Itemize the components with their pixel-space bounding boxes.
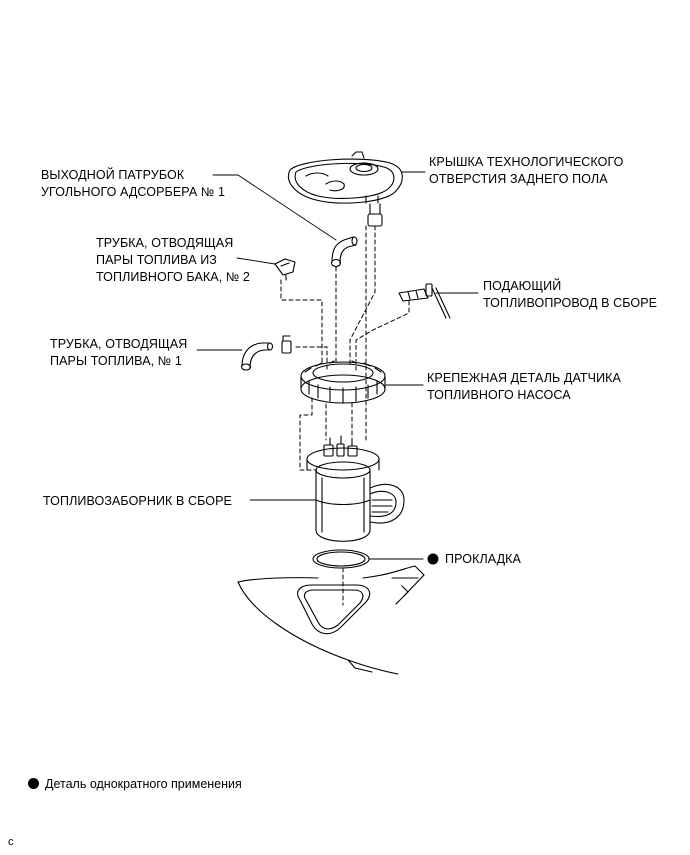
fuel-pump-retainer <box>300 360 386 404</box>
gasket <box>312 549 370 569</box>
label-vapor-tube-1: ТРУБКА, ОТВОДЯЩАЯ ПАРЫ ТОПЛИВА, № 1 <box>50 337 188 368</box>
label-service-hole-cover: КРЫШКА ТЕХНОЛОГИЧЕСКОГО ОТВЕРСТИЯ ЗАДНЕГ… <box>429 155 624 186</box>
label-canister-outlet-pipe: ВЫХОДНОЙ ПАТРУБОК УГОЛЬНОГО АДСОРБЕРА № … <box>41 168 226 199</box>
legend-text: Деталь однократного применения <box>45 777 242 791</box>
fuel-feed-tube <box>398 283 451 319</box>
assembly-lines <box>280 225 410 606</box>
label-fuel-suction-assembly: ТОПЛИВОЗАБОРНИК В СБОРЕ <box>43 494 232 508</box>
fuel-suction-assembly <box>306 435 405 542</box>
canister-outlet-pipe <box>330 236 358 268</box>
legend: Деталь однократного применения <box>28 776 242 792</box>
label-fuel-feed-tube: ПОДАЮЩИЙ ТОПЛИВОПРОВОД В СБОРЕ <box>483 279 658 310</box>
cover-connector <box>367 203 383 227</box>
gasket-single-use-marker <box>427 553 439 565</box>
corner-mark: c <box>8 836 14 848</box>
filled-circle-icon <box>28 778 39 789</box>
fuel-tank-top <box>237 565 425 675</box>
service-hole-cover <box>288 151 403 204</box>
vapor-tube-1 <box>240 335 292 371</box>
label-vapor-tube-2: ТРУБКА, ОТВОДЯЩАЯ ПАРЫ ТОПЛИВА ИЗ ТОПЛИВ… <box>96 236 250 284</box>
vapor-tube-2-clamp <box>274 258 296 281</box>
leader-lines <box>196 171 479 560</box>
label-fuel-pump-retainer: КРЕПЕЖНАЯ ДЕТАЛЬ ДАТЧИКА ТОПЛИВНОГО НАСО… <box>427 371 621 402</box>
label-gasket: ПРОКЛАДКА <box>445 552 521 566</box>
